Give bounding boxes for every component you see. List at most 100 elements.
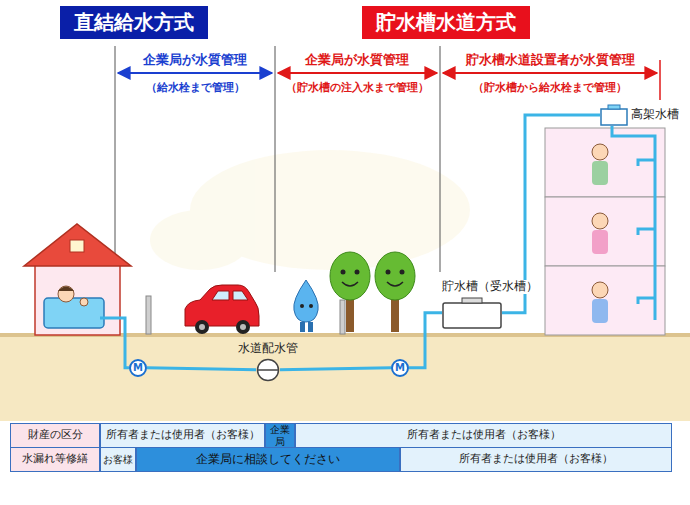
node-text: 貯水槽（受水槽） bbox=[442, 280, 538, 294]
elevated-tank: 高架水槽 bbox=[598, 104, 681, 126]
building bbox=[545, 197, 665, 266]
tree bbox=[330, 252, 415, 332]
node-text: お客様 bbox=[103, 454, 133, 466]
node-text: 所有者または使用者（お客様） bbox=[459, 453, 613, 466]
water-pipe bbox=[280, 368, 391, 370]
water-drop-mascot bbox=[300, 322, 305, 332]
node-text: 貯水槽水道方式 bbox=[376, 11, 516, 34]
section-divider bbox=[440, 46, 441, 272]
node-text: 高架水槽 bbox=[631, 108, 679, 122]
car bbox=[233, 291, 248, 300]
tree bbox=[355, 270, 360, 275]
background-watermark bbox=[150, 150, 470, 270]
node-text: 直結給水方式 bbox=[74, 11, 194, 34]
fence-post bbox=[146, 296, 151, 334]
table-cell: お客様 bbox=[100, 447, 136, 472]
section-divider bbox=[275, 46, 276, 272]
range-label: （貯水槽の注入水まで管理） bbox=[284, 80, 431, 95]
water-pipe bbox=[147, 368, 256, 370]
node-text: 企業局 bbox=[269, 424, 291, 447]
tree bbox=[342, 282, 358, 286]
resident bbox=[592, 144, 608, 323]
supply-pipe bbox=[100, 318, 129, 368]
tank-body bbox=[443, 303, 501, 328]
table-header: 水漏れ等修繕 bbox=[10, 447, 100, 472]
car bbox=[185, 285, 259, 326]
house bbox=[80, 298, 88, 306]
house bbox=[58, 286, 74, 302]
car bbox=[236, 320, 250, 334]
table-cell: 企業局に相談してください bbox=[136, 447, 400, 472]
node-text: 所有者または使用者（お客様） bbox=[407, 429, 561, 442]
resident bbox=[592, 213, 608, 229]
node-text: 水漏れ等修繕 bbox=[22, 453, 88, 466]
table-cell: 所有者または使用者（お客様） bbox=[400, 447, 672, 472]
range-arrow bbox=[443, 72, 657, 74]
car bbox=[212, 291, 229, 300]
table-header: 財産の区分 bbox=[10, 423, 100, 448]
car bbox=[240, 324, 246, 330]
red-limit-line bbox=[659, 60, 661, 100]
tree bbox=[330, 252, 370, 300]
tree bbox=[386, 270, 391, 275]
building bbox=[545, 128, 665, 335]
resident bbox=[592, 282, 608, 298]
section-title: 直結給水方式 bbox=[60, 6, 208, 39]
tank-symbol bbox=[442, 297, 502, 329]
water-pipe bbox=[409, 313, 442, 368]
water-drop-mascot bbox=[300, 304, 304, 308]
water-main: 水道配水管 bbox=[236, 342, 300, 382]
water-drop-mascot bbox=[294, 280, 319, 332]
receiving-tank: 貯水槽（受水槽） bbox=[440, 280, 540, 329]
water-meter: M bbox=[391, 359, 409, 377]
tank-lid bbox=[462, 298, 482, 303]
ground bbox=[0, 333, 690, 421]
node-text: 企業局に相談してください bbox=[196, 453, 340, 467]
range-label: （貯水槽から給水栓まで管理） bbox=[471, 80, 629, 95]
background-watermark bbox=[150, 210, 250, 270]
car bbox=[185, 285, 259, 334]
table-cell: 企業局 bbox=[265, 423, 295, 448]
water-meter: M bbox=[129, 359, 147, 377]
supply-pipe bbox=[638, 298, 655, 304]
range-arrow bbox=[118, 72, 272, 74]
meter-label: M bbox=[395, 362, 405, 373]
supply-pipe bbox=[638, 229, 655, 235]
water-drop-mascot bbox=[309, 304, 313, 308]
ground bbox=[0, 335, 690, 421]
table-cell: 所有者または使用者（お客様） bbox=[295, 423, 672, 448]
house bbox=[35, 262, 120, 335]
node-text: 水道配水管 bbox=[238, 342, 298, 356]
building bbox=[545, 266, 665, 335]
building bbox=[545, 128, 665, 197]
house bbox=[24, 224, 131, 266]
section-divider bbox=[115, 46, 440, 272]
tank-symbol bbox=[600, 104, 628, 126]
range-arrow bbox=[118, 73, 657, 74]
supply-pipe bbox=[612, 126, 655, 320]
supply-pipe bbox=[612, 126, 655, 320]
tree bbox=[400, 270, 405, 275]
section-divider bbox=[115, 46, 116, 272]
tree bbox=[341, 270, 346, 275]
range-label: 企業局が水質管理 bbox=[303, 51, 411, 69]
red-limit-line bbox=[659, 60, 661, 100]
node-text: 所有者または使用者（お客様） bbox=[106, 429, 260, 442]
house bbox=[58, 287, 74, 292]
pipe-circle bbox=[258, 359, 279, 380]
tank-lid bbox=[608, 105, 620, 109]
house bbox=[44, 298, 104, 328]
range-label: 企業局が水質管理 bbox=[141, 51, 249, 69]
section-title: 貯水槽水道方式 bbox=[362, 6, 530, 39]
range-arrow bbox=[278, 72, 437, 74]
range-label: 貯水槽水道設置者が水質管理 bbox=[464, 51, 637, 69]
supply-pipe bbox=[638, 160, 655, 166]
range-label: （給水栓まで管理） bbox=[144, 80, 247, 95]
water-drop-mascot bbox=[308, 322, 313, 332]
car bbox=[199, 324, 205, 330]
resident bbox=[592, 230, 608, 254]
car bbox=[195, 320, 209, 334]
meter-label: M bbox=[133, 362, 143, 373]
house bbox=[70, 240, 84, 252]
